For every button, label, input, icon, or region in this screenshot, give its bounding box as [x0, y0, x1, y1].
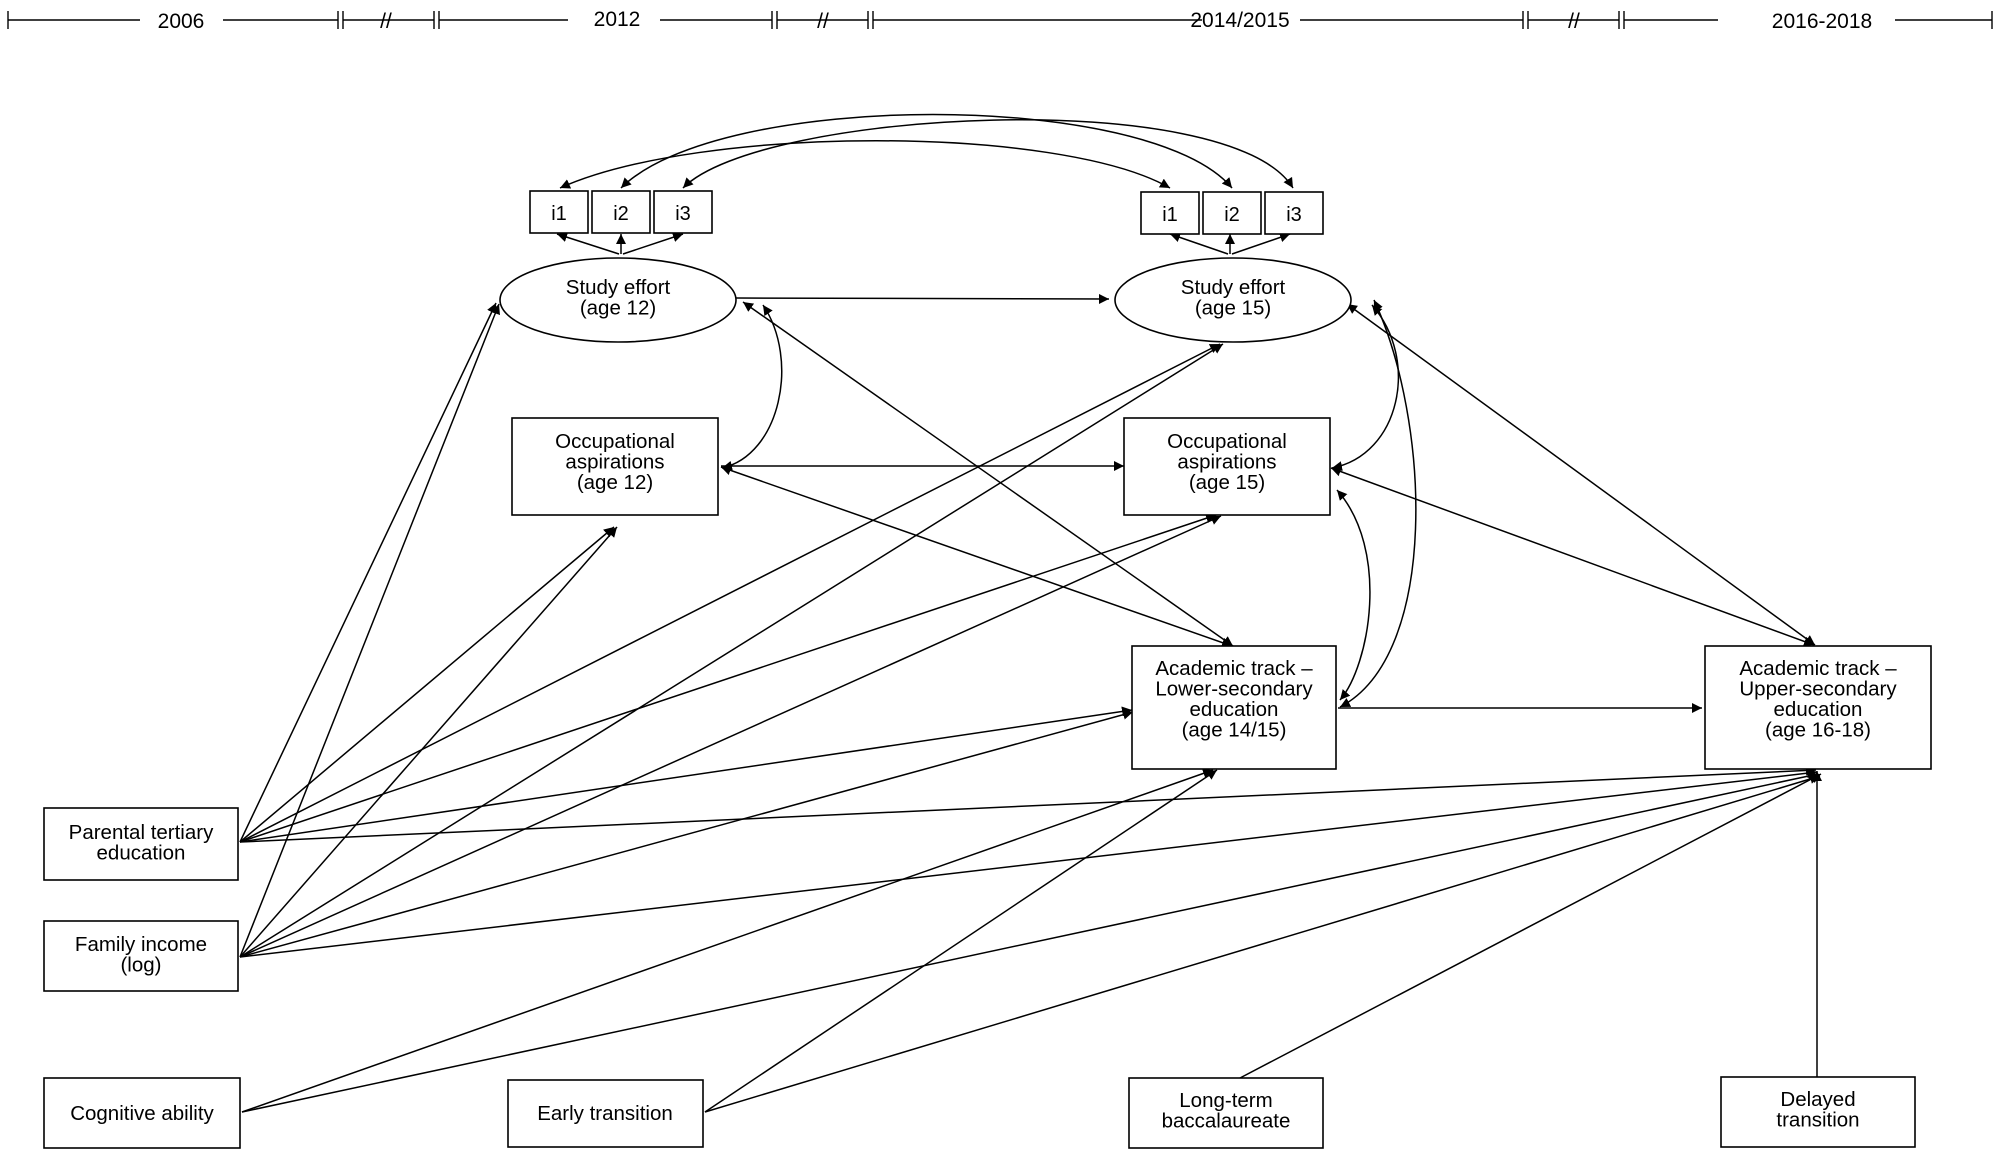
timeline-period-2014-2015: 2014/2015 — [1190, 9, 1289, 32]
indicator-i3-age12-label: i3 — [675, 203, 691, 225]
indicator-i1-age15: i1 — [1140, 191, 1200, 235]
edges — [239, 113, 1822, 1113]
box-early-transition: Early transition — [507, 1079, 704, 1148]
path-early-upper — [704, 774, 1821, 1113]
latent-study-effort-age12-label: Study effort(age 12) — [566, 276, 671, 320]
cov-study15-occ15 — [1331, 304, 1400, 472]
loading-study15-i1 — [1169, 232, 1229, 255]
timeline-period-2016-2018: 2016-2018 — [1772, 10, 1872, 33]
cov-i1-12-i1-15 — [559, 140, 1171, 189]
indicator-i1-age12: i1 — [529, 190, 589, 234]
indicator-i2-age12: i2 — [591, 190, 651, 234]
timeline-break-3: // — [1568, 10, 1580, 33]
path-parent-upper — [239, 765, 1817, 843]
path-income-study12 — [239, 303, 500, 958]
path-income-occ12 — [239, 526, 618, 958]
path-income-lower — [239, 709, 1134, 958]
latent-study-effort-age12: Study effort(age 12) — [499, 257, 737, 343]
cov-i3-12-i3-15 — [682, 119, 1294, 189]
loading-study12-i1 — [556, 232, 620, 255]
box-early-transition-label: Early transition — [537, 1102, 673, 1125]
box-cognitive-ability: Cognitive ability — [43, 1077, 241, 1149]
timeline-break-1: // — [380, 10, 392, 33]
timeline-break-2: // — [817, 10, 829, 33]
latent-study-effort-age15: Study effort(age 15) — [1114, 257, 1352, 343]
path-parent-occ15 — [239, 513, 1217, 843]
nodes: i1 i2 i3 i1 i2 i3 Study effort(age 12) — [43, 190, 1932, 1149]
indicator-i3-age15: i3 — [1264, 191, 1324, 235]
path-parent-study15 — [239, 343, 1221, 843]
cov-i2-12-i2-15 — [620, 113, 1233, 189]
path-income-upper — [239, 768, 1818, 958]
path-income-occ15 — [239, 515, 1222, 958]
box-family-income-label: Family income(log) — [75, 933, 207, 977]
box-family-income: Family income(log) — [43, 920, 239, 992]
cov-study12-occ12 — [721, 304, 783, 471]
path-parent-study12 — [239, 302, 497, 843]
path-cog-upper — [241, 771, 1819, 1113]
path-early-lower — [704, 769, 1218, 1113]
path-parent-occ12 — [239, 526, 615, 843]
path-cog-lower — [241, 768, 1214, 1113]
path-longterm-upper — [1239, 773, 1822, 1079]
path-occ12-lower — [720, 465, 1233, 648]
path-study15-upper — [1346, 303, 1816, 646]
indicator-i1-age15-label: i1 — [1162, 204, 1178, 226]
indicator-i1-age12-label: i1 — [551, 203, 567, 225]
path-income-study15 — [239, 343, 1224, 958]
indicator-i2-age15: i2 — [1202, 191, 1262, 235]
loading-study15-i3 — [1231, 232, 1291, 255]
path-parent-lower — [239, 706, 1133, 843]
cov-occ15-lower — [1336, 489, 1371, 701]
indicator-i3-age12: i3 — [653, 190, 713, 234]
timeline-period-2006: 2006 — [158, 10, 205, 33]
latent-study-effort-age15-label: Study effort(age 15) — [1181, 276, 1286, 320]
indicator-i2-age15-label: i2 — [1224, 204, 1240, 226]
path-study12-study15 — [735, 293, 1110, 304]
timeline: 2006 // 2012 // 2014/2015 // 2016-2018 — [7, 8, 1993, 33]
loading-study12-i3 — [622, 232, 684, 255]
indicator-i3-age15-label: i3 — [1286, 204, 1302, 226]
timeline-period-2012: 2012 — [594, 8, 641, 31]
box-cognitive-ability-label: Cognitive ability — [70, 1102, 214, 1125]
cov-study15-lower — [1339, 299, 1417, 708]
path-occ15-upper — [1330, 466, 1815, 647]
indicator-i2-age12-label: i2 — [613, 203, 629, 225]
